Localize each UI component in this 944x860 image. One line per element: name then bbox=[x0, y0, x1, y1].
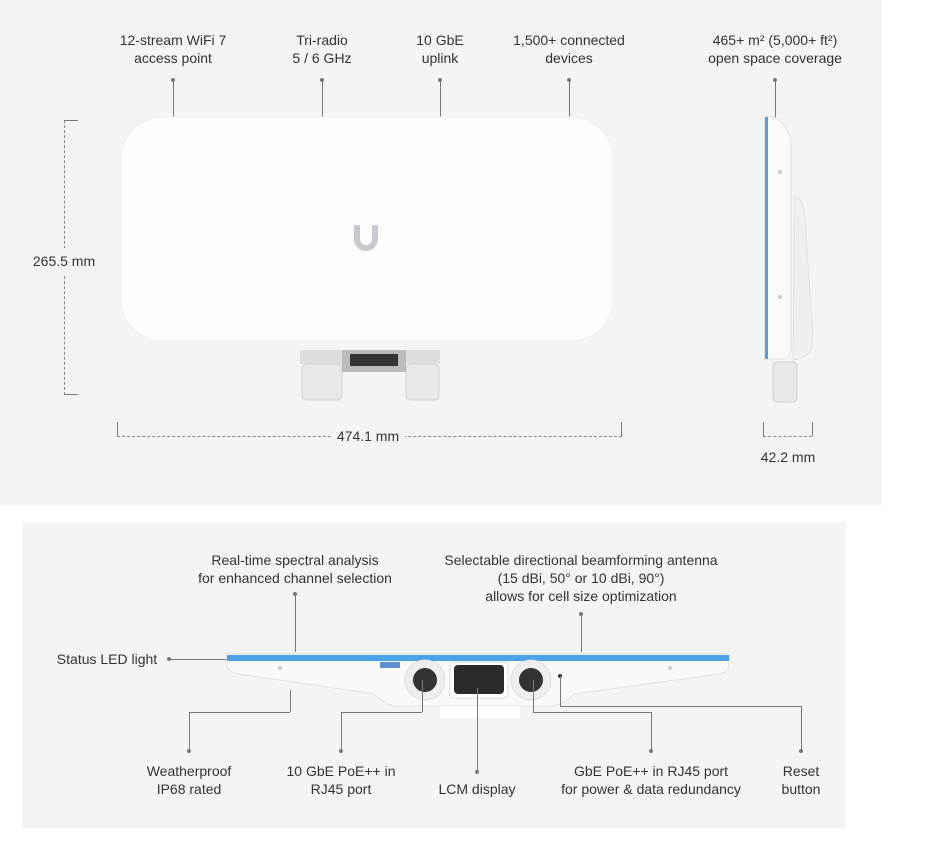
callout-text: devices bbox=[545, 50, 593, 66]
callout-reset-button: Reset button bbox=[782, 762, 821, 798]
leader-line bbox=[560, 676, 561, 706]
leader-line bbox=[169, 659, 229, 660]
depth-dimension-line bbox=[763, 436, 812, 437]
callout-text: uplink bbox=[421, 50, 459, 66]
callout-gbe-port: GbE PoE++ in RJ45 port for power & data r… bbox=[561, 762, 741, 798]
callout-text: IP68 rated bbox=[156, 781, 222, 797]
leader-line bbox=[341, 712, 342, 750]
dimension-tick bbox=[64, 394, 78, 395]
leader-line bbox=[173, 80, 174, 117]
callout-text: 10 GbE bbox=[416, 32, 464, 48]
leader-line bbox=[422, 680, 423, 712]
access-point-side-image bbox=[764, 116, 814, 403]
dimension-tick bbox=[812, 422, 813, 436]
leader-line bbox=[290, 690, 291, 712]
dimension-tick bbox=[621, 422, 622, 436]
callout-text: Reset bbox=[782, 763, 820, 779]
callout-text: LCM display bbox=[438, 781, 516, 797]
callout-text: button bbox=[781, 781, 821, 797]
callout-text: Real-time spectral analysis bbox=[211, 552, 379, 568]
depth-label: 42.2 mm bbox=[760, 449, 816, 465]
access-point-bottom-image bbox=[226, 653, 730, 718]
callout-status-led: Status LED light bbox=[56, 651, 158, 667]
leader-line bbox=[189, 712, 190, 750]
leader-line bbox=[569, 80, 570, 117]
callout-text: 1,500+ connected bbox=[513, 32, 625, 48]
callout-text: (15 dBi, 50° or 10 dBi, 90°) bbox=[497, 570, 665, 586]
leader-line bbox=[189, 712, 290, 713]
leader-line bbox=[801, 706, 802, 750]
callout-text: for enhanced channel selection bbox=[198, 570, 392, 586]
callout-text: Weatherproof bbox=[146, 763, 232, 779]
leader-dot bbox=[339, 749, 343, 753]
callout-text: for power & data redundancy bbox=[561, 781, 741, 797]
callout-text: 465+ m² (5,000+ ft²) bbox=[712, 32, 838, 48]
callout-text: Tri-radio bbox=[296, 32, 348, 48]
callout-uplink: 10 GbE uplink bbox=[416, 31, 463, 67]
leader-line bbox=[341, 712, 422, 713]
callout-text: 12-stream WiFi 7 bbox=[119, 32, 227, 48]
leader-line bbox=[533, 712, 651, 713]
leader-line bbox=[651, 712, 652, 750]
leader-line bbox=[533, 680, 534, 712]
callout-spectral-analysis: Real-time spectral analysis for enhanced … bbox=[198, 551, 392, 587]
callout-beamforming-antenna: Selectable directional beamforming anten… bbox=[444, 551, 717, 605]
width-label: 474.1 mm bbox=[330, 427, 406, 445]
callout-tri-radio: Tri-radio 5 / 6 GHz bbox=[292, 31, 351, 67]
callout-text: 10 GbE PoE++ in bbox=[286, 763, 396, 779]
callout-10gbe-port: 10 GbE PoE++ in RJ45 port bbox=[287, 762, 396, 798]
callout-coverage: 465+ m² (5,000+ ft²) open space coverage bbox=[708, 31, 842, 67]
dimension-tick bbox=[64, 120, 78, 121]
leader-dot bbox=[187, 749, 191, 753]
leader-line bbox=[775, 80, 776, 117]
callout-text: 5 / 6 GHz bbox=[292, 50, 352, 66]
leader-line bbox=[560, 706, 801, 707]
height-label: 265.5 mm bbox=[32, 248, 96, 274]
callout-devices: 1,500+ connected devices bbox=[513, 31, 625, 67]
leader-dot bbox=[475, 770, 479, 774]
callout-text: allows for cell size optimization bbox=[485, 588, 677, 604]
callout-text: Selectable directional beamforming anten… bbox=[444, 552, 718, 568]
callout-wifi7: 12-stream WiFi 7 access point bbox=[120, 31, 227, 67]
leader-line bbox=[581, 614, 582, 652]
callout-lcm-display: LCM display bbox=[438, 780, 515, 798]
leader-line bbox=[440, 80, 441, 117]
callout-text: open space coverage bbox=[708, 50, 842, 66]
leader-line bbox=[322, 80, 323, 117]
access-point-front-image bbox=[120, 116, 614, 401]
dimension-tick bbox=[763, 422, 764, 436]
callout-text: RJ45 port bbox=[310, 781, 372, 797]
callout-text: GbE PoE++ in RJ45 port bbox=[573, 763, 729, 779]
leader-line bbox=[477, 688, 478, 772]
leader-line bbox=[295, 594, 296, 652]
leader-dot bbox=[799, 749, 803, 753]
dimension-tick bbox=[117, 422, 118, 436]
callout-text: access point bbox=[134, 50, 212, 66]
leader-dot bbox=[649, 749, 653, 753]
